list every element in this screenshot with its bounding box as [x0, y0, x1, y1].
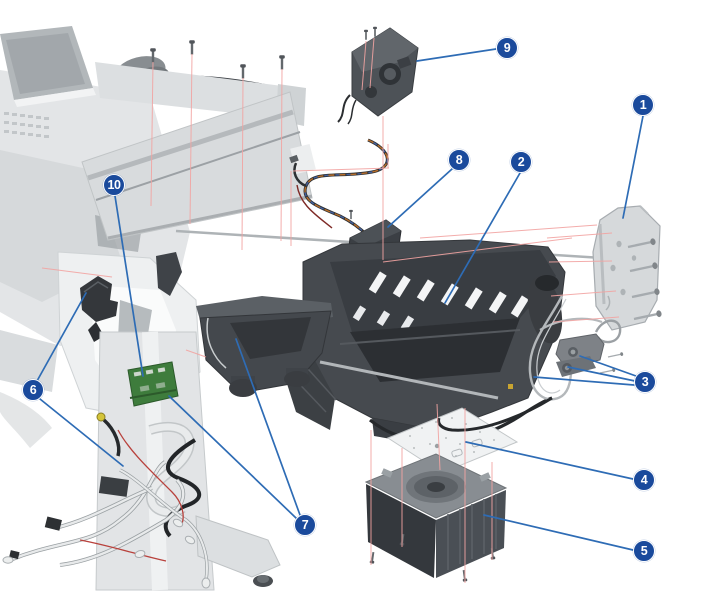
callout-8: 8 [448, 149, 470, 171]
side-plate [592, 205, 663, 331]
trailing-cable [289, 138, 389, 238]
callout-7: 7 [294, 514, 316, 536]
callout-1: 1 [632, 94, 654, 116]
latch-bracket-part6 [80, 276, 118, 342]
pcb-board [127, 361, 179, 407]
callout-6: 6 [22, 379, 44, 401]
waste-container [364, 453, 508, 582]
leader-lines [36, 48, 644, 551]
callout-4: 4 [633, 469, 655, 491]
spittoon-funnel [196, 296, 333, 397]
cable-harness [2, 412, 211, 589]
guide-lines [41, 37, 620, 583]
callout-5: 5 [633, 540, 655, 562]
callout-3: 3 [634, 371, 656, 393]
vent-grid [4, 112, 49, 138]
callout-9: 9 [496, 37, 518, 59]
callout-10: 10 [103, 174, 125, 196]
slot-row [352, 271, 529, 332]
main-assembly-body [282, 239, 566, 444]
motor-assembly [337, 26, 419, 125]
callout-2: 2 [510, 151, 532, 173]
stand-leg [0, 331, 281, 591]
